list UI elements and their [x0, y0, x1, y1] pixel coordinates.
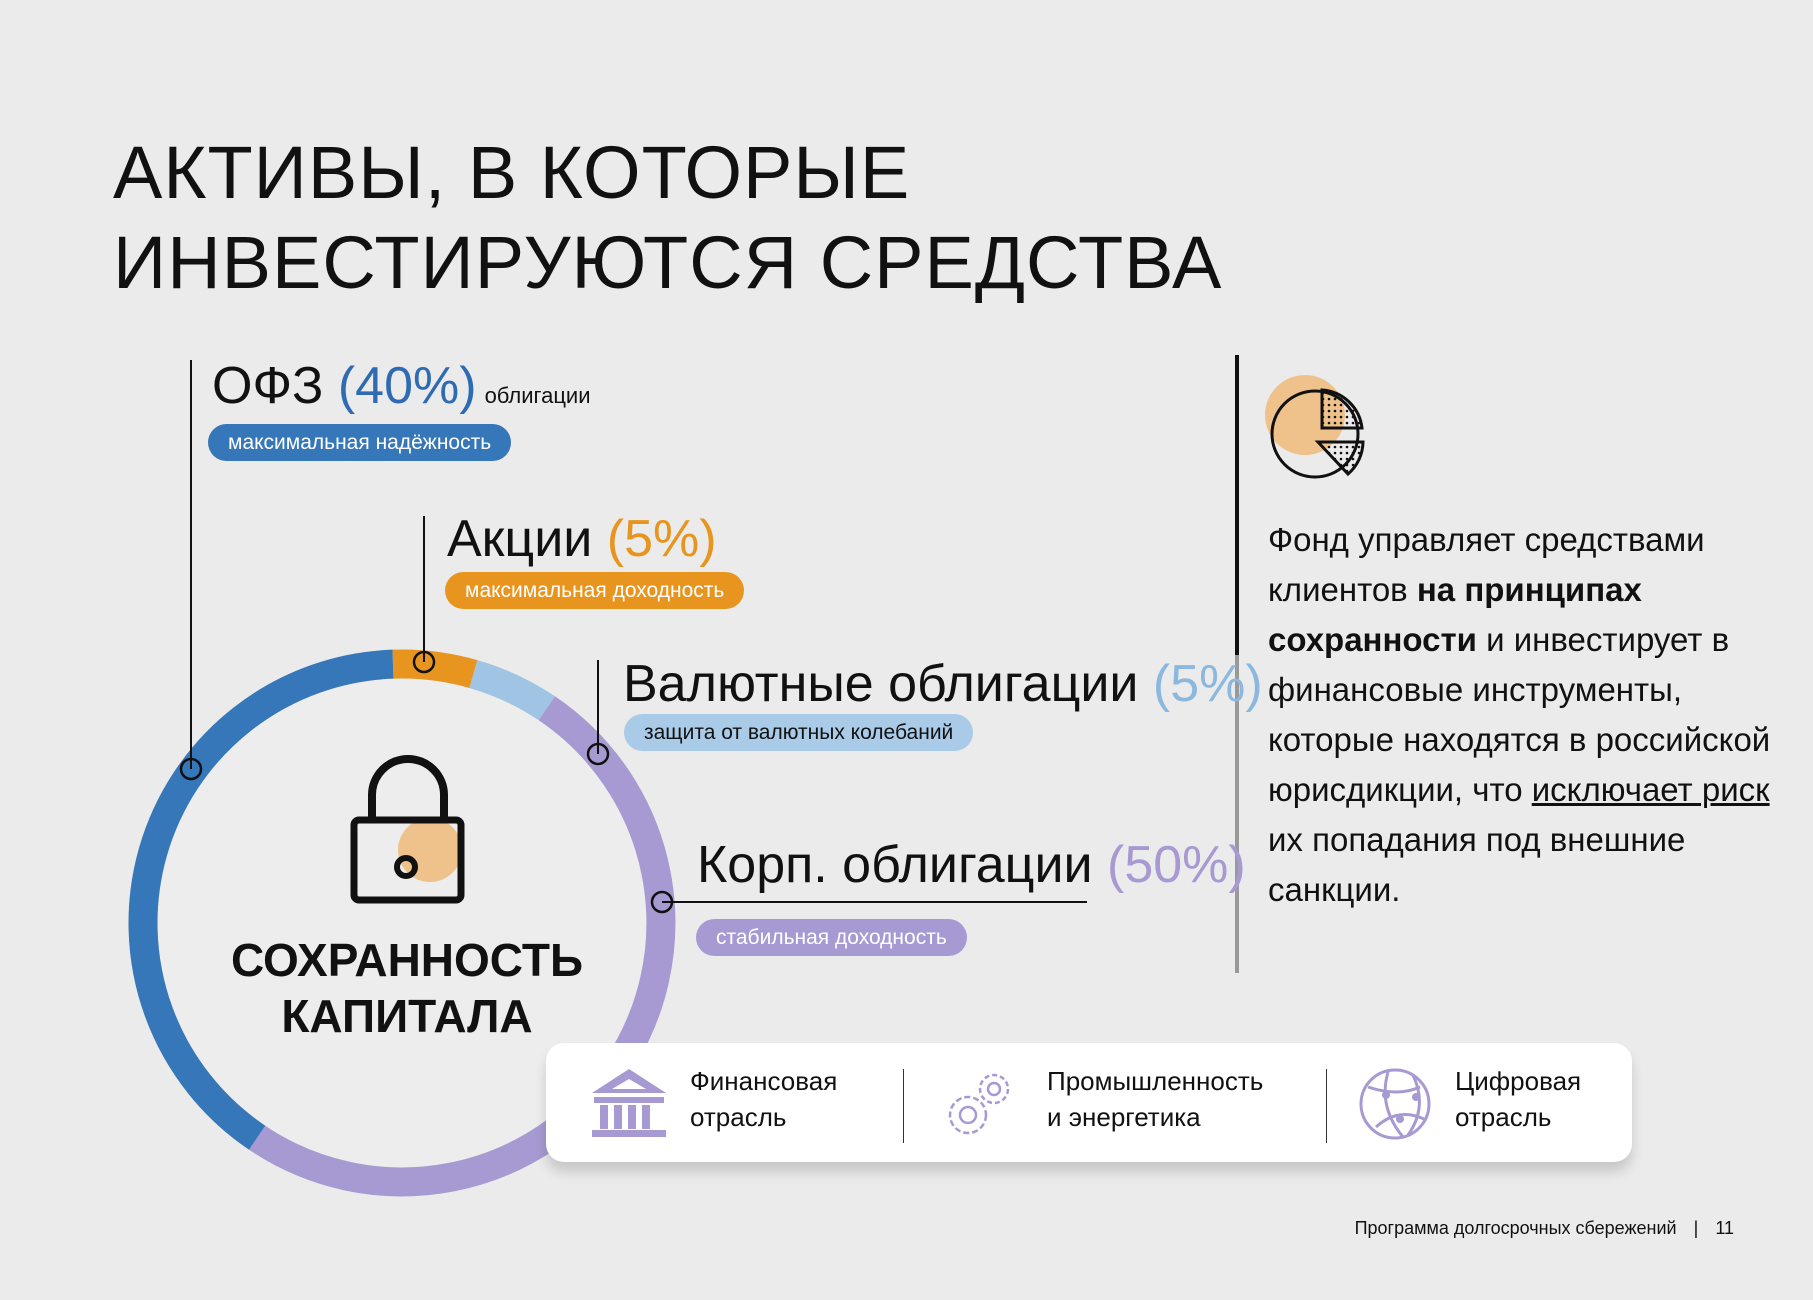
- fx-bonds-tag: защита от валютных колебаний: [624, 714, 974, 751]
- fx-bonds-label: Валютные облигации (5%): [623, 655, 1263, 713]
- ring-inner-disc: [158, 679, 646, 1167]
- center-caption: СОХРАННОСТЬ КАПИТАЛА: [230, 934, 584, 1042]
- footer: Программа долгосрочных сбережений | 11: [1354, 1218, 1734, 1238]
- sector-divider: [1326, 1069, 1327, 1143]
- page-number: 11: [1715, 1218, 1734, 1238]
- ofz-tag: максимальная надёжность: [208, 424, 512, 461]
- fx-marker: [586, 742, 610, 766]
- bank-icon: [592, 1069, 666, 1137]
- stocks-tag: максимальная доходность: [445, 572, 745, 609]
- corp-bonds-tag: стабильная доходность: [696, 919, 967, 956]
- stocks-marker: [412, 650, 436, 674]
- sector-divider: [903, 1069, 904, 1143]
- corp-marker: [650, 890, 674, 914]
- ofz-label: ОФЗ (40%)облигации: [212, 357, 591, 415]
- corp-bonds-label: Корп. облигации (50%): [697, 836, 1246, 894]
- footer-separator: |: [1693, 1218, 1699, 1238]
- ofz-marker: [179, 757, 203, 781]
- lock-icon: [350, 755, 465, 904]
- page-title: АКТИВЫ, В КОТОРЫЕ ИНВЕСТИРУЮТСЯ СРЕДСТВА: [113, 131, 1223, 304]
- ring-segment-fx-bonds: [469, 660, 555, 721]
- fund-description: Фонд управляет средствами клиентов на пр…: [1268, 521, 1771, 908]
- ring-segment-ofz: [128, 649, 394, 1150]
- gears-icon: [948, 1073, 1010, 1135]
- globe-icon: [1359, 1068, 1431, 1140]
- stocks-label: Акции (5%): [447, 510, 717, 568]
- pie-chart-icon: [1265, 375, 1365, 479]
